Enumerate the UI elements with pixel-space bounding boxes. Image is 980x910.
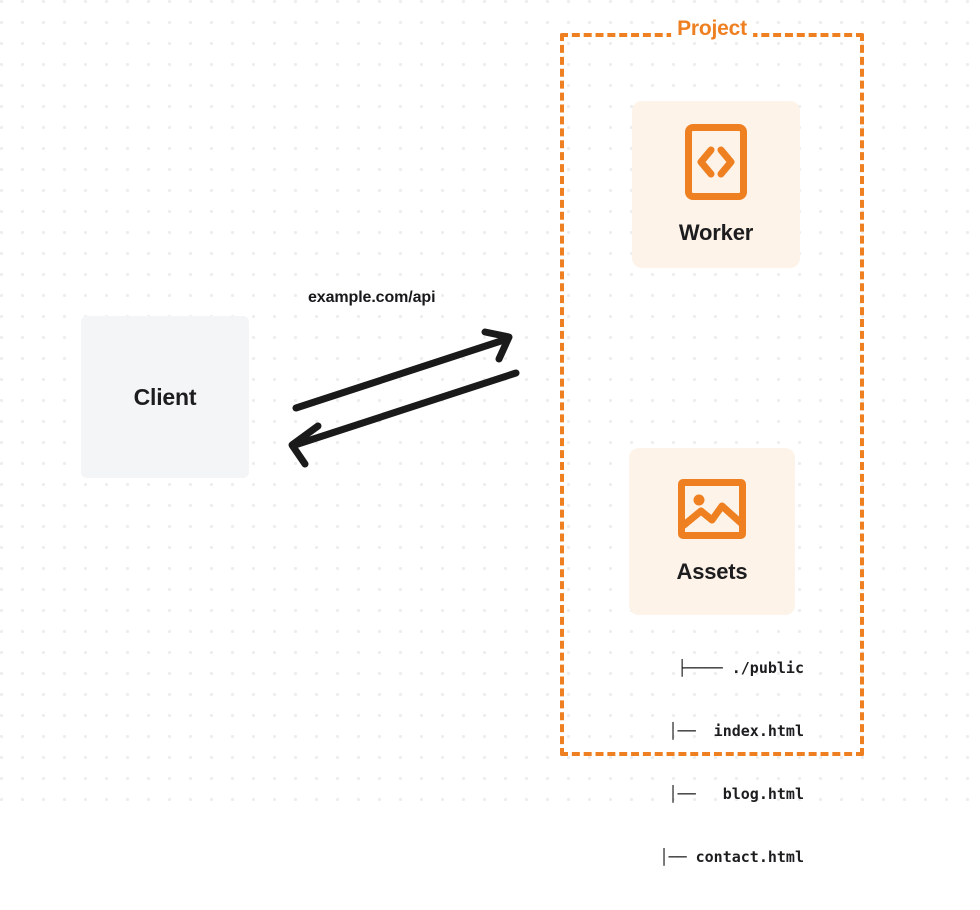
file-tree-row: │── contact.html — [659, 848, 805, 866]
project-label: Project — [671, 17, 753, 41]
client-label: Client — [133, 383, 197, 410]
code-brackets-icon — [684, 123, 748, 206]
client-node[interactable]: Client — [81, 316, 249, 478]
assets-file-tree: ├──── ./public │── index.html │── blog.h… — [608, 616, 805, 910]
assets-label: Assets — [676, 559, 748, 584]
assets-card[interactable]: Assets — [629, 448, 795, 615]
image-icon — [677, 478, 747, 545]
worker-card[interactable]: Worker — [632, 101, 800, 268]
file-tree-row: │── index.html — [668, 722, 804, 740]
diagram-canvas: Client example.com/api Project — [0, 0, 980, 866]
file-tree-row: ├──── ./public — [677, 659, 804, 677]
response-arrow — [288, 369, 520, 468]
request-arrow — [292, 328, 513, 412]
file-tree-row: │── blog.html — [668, 785, 804, 803]
project-group: Project Worker Assets — [560, 17, 864, 866]
connection-label: example.com/api — [308, 289, 436, 306]
worker-label: Worker — [678, 220, 754, 245]
